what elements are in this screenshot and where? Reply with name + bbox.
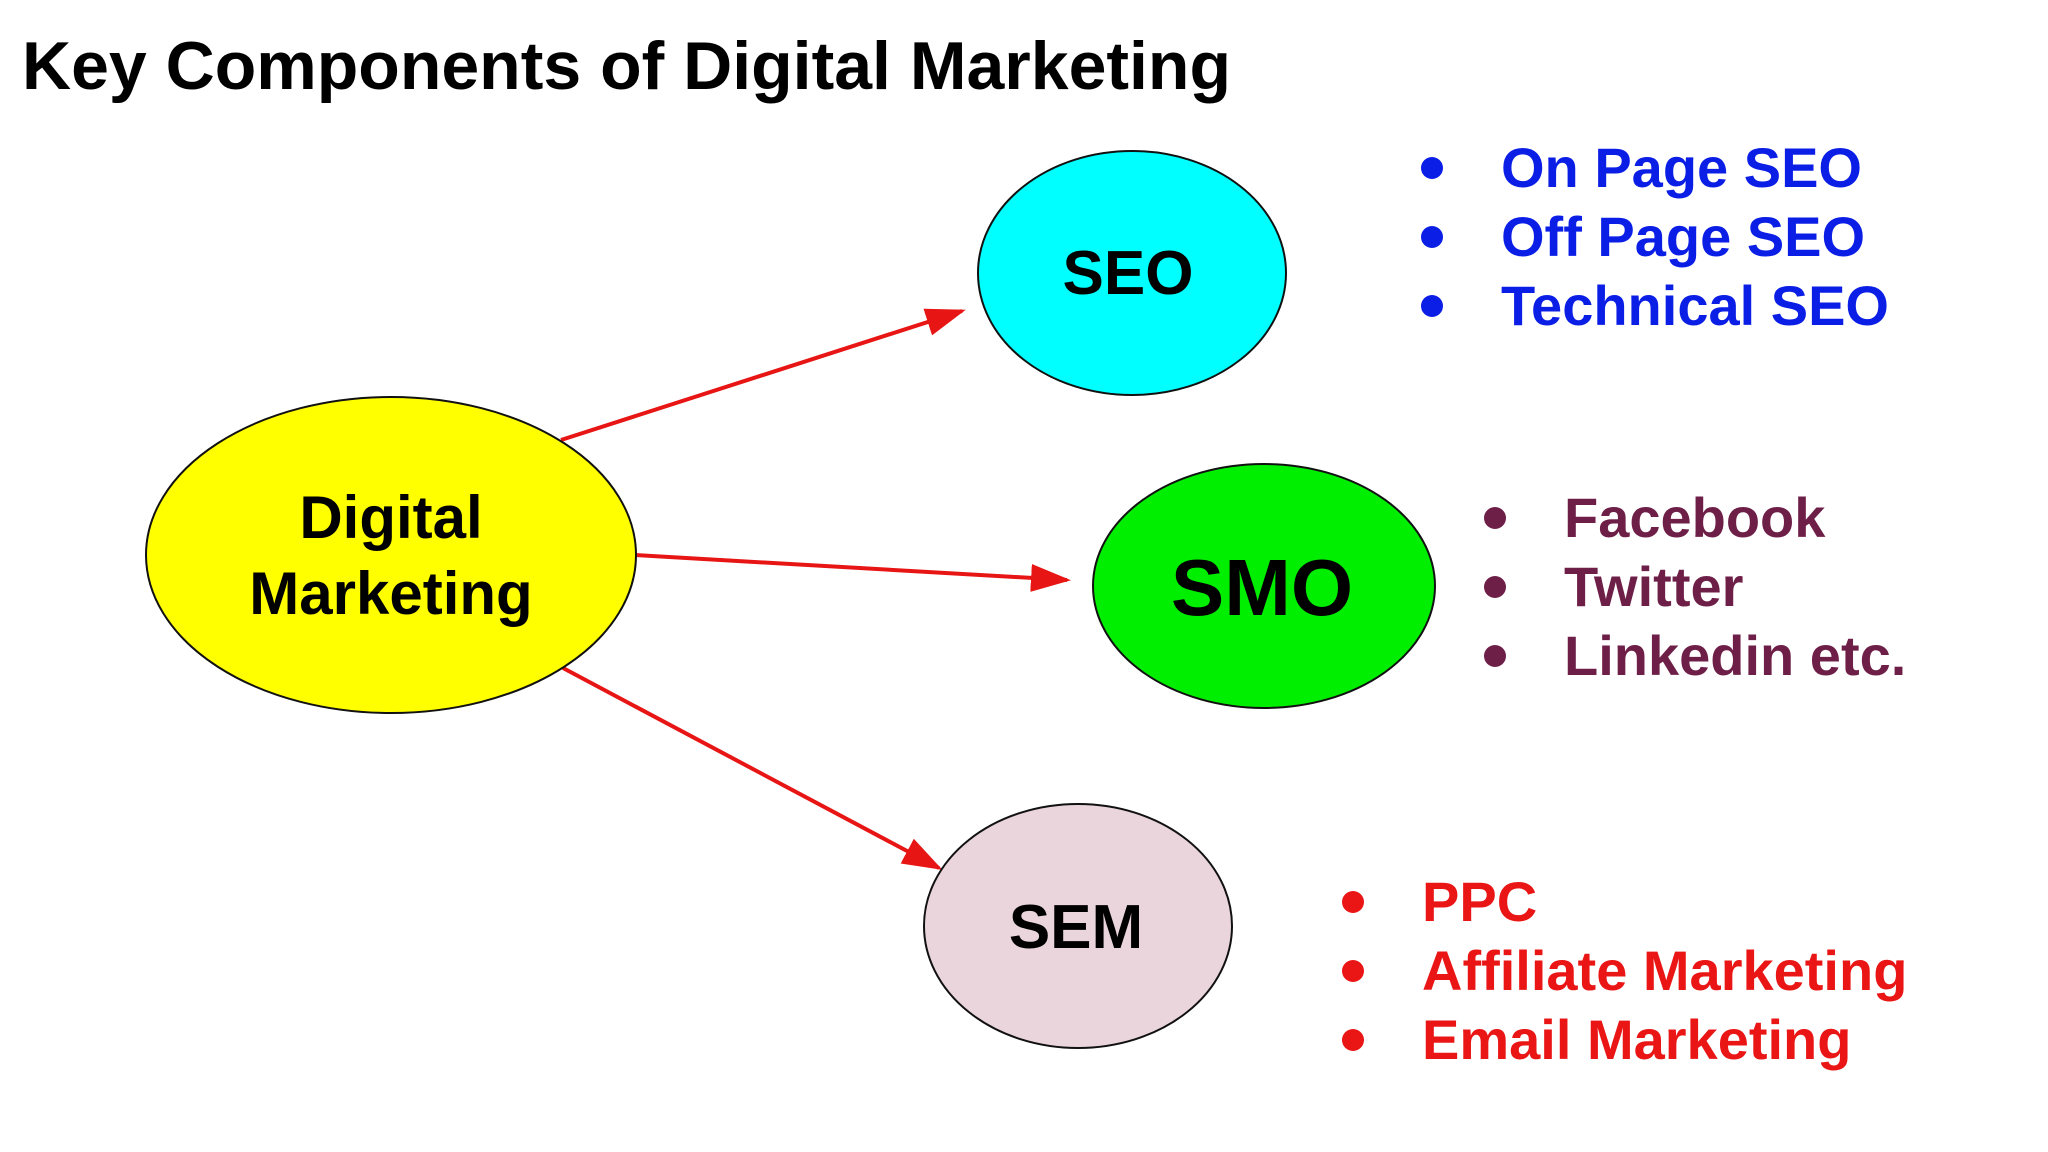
bullet-icon <box>1342 891 1364 913</box>
smo-node-shape <box>1092 463 1436 709</box>
list-item: Affiliate Marketing <box>1342 936 1907 1005</box>
list-item: Technical SEO <box>1421 271 1889 340</box>
page-title: Key Components of Digital Marketing <box>22 28 1231 104</box>
center-node-label-line1: Digital <box>299 484 482 551</box>
smo-item-label: Facebook <box>1564 486 1826 549</box>
list-item: Email Marketing <box>1342 1005 1907 1074</box>
sem-item-label: PPC <box>1422 870 1538 933</box>
seo-node: SEO <box>977 150 1287 396</box>
smo-item-label: Linkedin etc. <box>1564 624 1907 687</box>
list-item: Twitter <box>1484 552 1906 621</box>
center-node-shape <box>145 396 637 714</box>
bullet-icon <box>1421 295 1443 317</box>
center-node: Digital Marketing <box>145 396 637 714</box>
smo-item-label: Twitter <box>1564 555 1744 618</box>
arrow-to-seo <box>560 308 966 442</box>
smo-node-label: SMO <box>1171 543 1353 632</box>
smo-node: SMO <box>1092 463 1436 709</box>
sem-node: SEM <box>923 803 1233 1049</box>
list-item: PPC <box>1342 867 1907 936</box>
arrow-to-sem <box>562 666 943 870</box>
bullet-icon <box>1484 576 1506 598</box>
bullet-icon <box>1421 226 1443 248</box>
bullet-icon <box>1484 507 1506 529</box>
arrow-to-smo <box>633 553 1071 592</box>
list-item: Linkedin etc. <box>1484 621 1906 690</box>
list-item: Off Page SEO <box>1421 202 1889 271</box>
bullet-icon <box>1484 645 1506 667</box>
sem-item-label: Email Marketing <box>1422 1008 1852 1071</box>
seo-subtopics-list: On Page SEO Off Page SEO Technical SEO <box>1421 133 1889 340</box>
sem-item-label: Affiliate Marketing <box>1422 939 1908 1002</box>
sem-node-shape <box>923 803 1233 1049</box>
list-item: Facebook <box>1484 483 1906 552</box>
sem-subtopics-list: PPC Affiliate Marketing Email Marketing <box>1342 867 1907 1074</box>
sem-node-label: SEM <box>1009 893 1143 962</box>
seo-node-shape <box>977 150 1287 396</box>
bullet-icon <box>1342 1029 1364 1051</box>
bullet-icon <box>1342 960 1364 982</box>
smo-subtopics-list: Facebook Twitter Linkedin etc. <box>1484 483 1906 690</box>
center-node-label-line2: Marketing <box>249 560 532 627</box>
seo-node-label: SEO <box>1063 239 1194 308</box>
seo-item-label: On Page SEO <box>1501 136 1862 199</box>
seo-item-label: Technical SEO <box>1501 274 1889 337</box>
bullet-icon <box>1421 157 1443 179</box>
seo-item-label: Off Page SEO <box>1501 205 1866 268</box>
list-item: On Page SEO <box>1421 133 1889 202</box>
